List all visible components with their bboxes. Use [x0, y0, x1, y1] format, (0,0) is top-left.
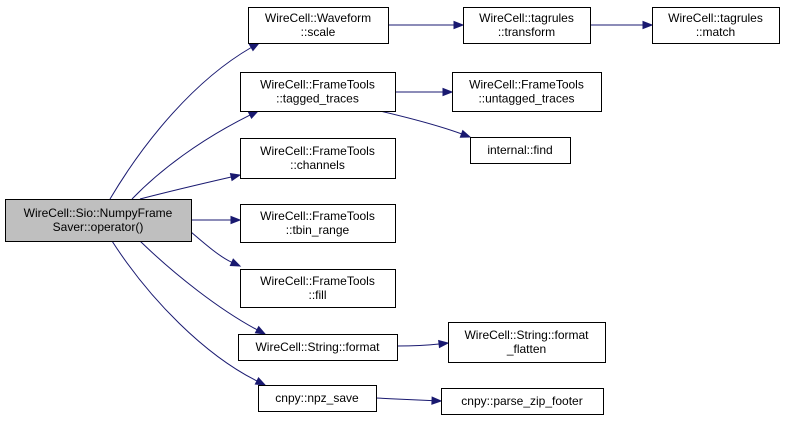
node-parse-zip-footer[interactable]: cnpy::parse_zip_footer	[441, 388, 604, 415]
edge-line	[111, 240, 258, 382]
node-label-line: cnpy::parse_zip_footer	[461, 394, 582, 408]
node-label-line: cnpy::npz_save	[275, 391, 359, 405]
node-tagrules-transform[interactable]: WireCell::tagrules::transform	[463, 7, 591, 44]
node-label-line: WireCell::String::format	[464, 328, 589, 342]
arrowhead	[248, 42, 261, 52]
edge-line	[190, 231, 232, 263]
arrowhead	[254, 376, 267, 386]
node-tagrules-match[interactable]: WireCell::tagrules::match	[652, 7, 780, 44]
node-label-line: Saver::operator()	[53, 220, 144, 234]
edge-npz_save-to-parse_zip_footer	[375, 396, 443, 405]
node-label-line: WireCell::FrameTools	[260, 274, 375, 288]
edge-line	[131, 114, 251, 200]
edge-line	[396, 343, 440, 347]
node-label-line: WireCell::tagrules	[479, 11, 574, 25]
node-label-line: ::untagged_traces	[478, 92, 574, 106]
node-npz-save[interactable]: cnpy::npz_save	[258, 385, 377, 412]
node-label-line: ::scale	[301, 25, 336, 39]
edge-tagged_traces-to-untagged_traces	[395, 87, 454, 97]
node-fill[interactable]: WireCell::FrameTools::fill	[240, 269, 396, 308]
node-internal-find[interactable]: internal::find	[470, 137, 571, 164]
node-box[interactable]	[652, 7, 780, 44]
edge-line	[139, 176, 232, 200]
arrowhead	[230, 215, 242, 225]
node-tagged-traces[interactable]: WireCell::FrameTools::tagged_traces	[240, 72, 396, 112]
node-label-line: WireCell::FrameTools	[260, 144, 375, 158]
edge-line	[375, 397, 433, 402]
node-box[interactable]	[258, 385, 377, 412]
node-box[interactable]	[248, 7, 389, 44]
node-label-line: WireCell::FrameTools	[260, 78, 375, 92]
arrowhead	[642, 20, 654, 30]
edge-line	[109, 47, 252, 200]
node-label-line: ::match	[696, 25, 735, 39]
node-box[interactable]	[463, 7, 591, 44]
node-label-line: ::tagged_traces	[276, 92, 359, 106]
node-box[interactable]	[240, 72, 396, 112]
node-box[interactable]	[240, 138, 396, 179]
edge-root-to-string_format	[139, 240, 267, 335]
edge-tagrules_transform-to-tagrules_match	[590, 20, 654, 30]
arrowhead	[453, 20, 465, 30]
node-string-format[interactable]: WireCell::String::format	[238, 334, 398, 361]
arrowhead	[438, 339, 450, 349]
edge-string_format-to-format_flatten	[396, 339, 450, 349]
node-channels[interactable]: WireCell::FrameTools::channels	[240, 138, 396, 179]
arrowhead	[229, 258, 242, 267]
node-label-line: ::transform	[498, 25, 555, 39]
node-box[interactable]	[5, 199, 192, 242]
node-label-line: WireCell::Waveform	[265, 11, 371, 25]
node-label-line: ::fill	[309, 288, 327, 302]
node-label-line: WireCell::tagrules	[668, 11, 763, 25]
node-label-line: ::tbin_range	[286, 223, 350, 237]
node-format-flatten[interactable]: WireCell::String::format_flatten	[448, 322, 606, 363]
node-box[interactable]	[240, 204, 396, 243]
edge-tagged_traces-to-internal_find	[379, 110, 472, 138]
node-box[interactable]	[240, 269, 396, 308]
node-tbin-range[interactable]: WireCell::FrameTools::tbin_range	[240, 204, 396, 243]
node-label-line: WireCell::Sio::NumpyFrame	[24, 206, 173, 220]
node-label-line: WireCell::FrameTools	[469, 78, 584, 92]
node-label-line: internal::find	[487, 143, 552, 157]
arrowhead	[442, 87, 454, 97]
node-waveform-scale[interactable]: WireCell::Waveform::scale	[248, 7, 389, 44]
node-box[interactable]	[448, 322, 606, 363]
edge-line	[379, 110, 462, 135]
node-box[interactable]	[238, 334, 398, 361]
node-box[interactable]	[452, 72, 602, 112]
edge-root-to-tbin_range	[191, 215, 242, 225]
node-box[interactable]	[441, 388, 604, 415]
node-untagged-traces[interactable]: WireCell::FrameTools::untagged_traces	[452, 72, 602, 112]
node-label-line: ::channels	[290, 158, 345, 172]
arrowhead	[459, 129, 472, 138]
edge-line	[139, 240, 258, 331]
node-label-line: WireCell::FrameTools	[260, 209, 375, 223]
edge-waveform_scale-to-tagrules_transform	[388, 20, 465, 30]
arrowhead	[247, 110, 260, 120]
edge-root-to-fill	[190, 231, 242, 267]
edge-root-to-npz_save	[111, 240, 267, 386]
nodes-layer: WireCell::Sio::NumpyFrameSaver::operator…	[5, 7, 780, 415]
node-box[interactable]	[470, 137, 571, 164]
node-root[interactable]: WireCell::Sio::NumpyFrameSaver::operator…	[5, 199, 192, 242]
node-label-line: WireCell::String::format	[255, 340, 380, 354]
arrowhead	[229, 172, 242, 182]
arrowhead	[254, 325, 267, 335]
node-label-line: _flatten	[506, 342, 546, 356]
edge-root-to-channels	[139, 172, 242, 200]
arrowhead	[431, 396, 443, 405]
edges-layer	[109, 20, 654, 405]
